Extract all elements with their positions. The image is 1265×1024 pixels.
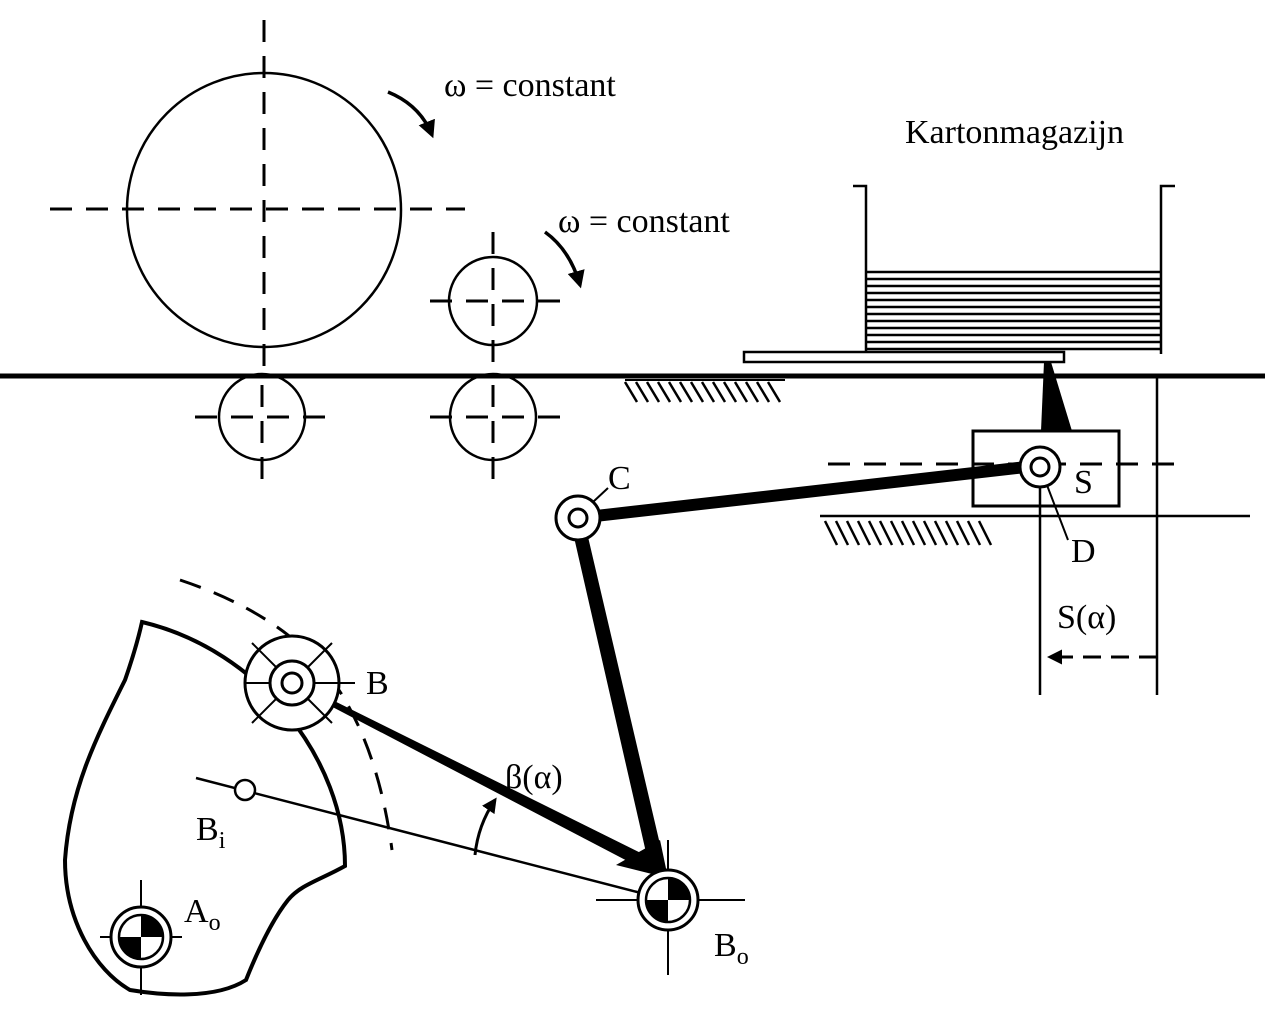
ground-hatch-top (623, 379, 785, 403)
cardboard-magazine (742, 184, 1175, 364)
label-bo: Bo (714, 927, 749, 970)
label-ao: Ao (184, 893, 221, 936)
pivot-ao (100, 880, 182, 995)
label-bo-main: B (714, 927, 737, 964)
arm-gusset (616, 840, 668, 878)
label-c: C (608, 460, 631, 497)
rocker-link-boc (571, 524, 666, 870)
label-ao-main: A (184, 893, 209, 930)
magazine-label: Kartonmagazijn (905, 114, 1124, 151)
label-bo-sub: o (737, 944, 749, 970)
label-b: B (366, 665, 389, 702)
lower-roller-left (195, 372, 330, 482)
label-bi-main: B (196, 811, 219, 848)
omega-label-mid: ω = constant (558, 203, 730, 240)
roller-path-arc (179, 578, 394, 851)
label-beta-alpha: β(α) (505, 759, 563, 796)
coupler-rod-cd (578, 460, 1035, 524)
rotation-arrow-large (387, 90, 435, 139)
lower-roller-right (430, 372, 560, 488)
label-s: S (1074, 464, 1093, 501)
joint-c (554, 487, 609, 542)
label-bi: Bi (196, 811, 226, 854)
label-s-alpha: S(α) (1057, 599, 1116, 636)
label-bi-sub: i (219, 828, 226, 854)
pivot-bo (596, 840, 745, 975)
point-bi (233, 778, 257, 802)
label-d: D (1071, 533, 1096, 570)
joint-d (1018, 445, 1062, 489)
ground-hatch-slider (823, 520, 993, 546)
follower-arm (292, 680, 665, 878)
reference-line (195, 776, 669, 902)
rotation-arrow-small (543, 230, 585, 289)
roller-b (243, 634, 355, 732)
small-upper-roller (430, 232, 565, 370)
label-ao-sub: o (209, 910, 221, 936)
large-roller (50, 20, 465, 370)
beta-angle-arrow (473, 797, 497, 856)
omega-label-top: ω = constant (444, 67, 616, 104)
